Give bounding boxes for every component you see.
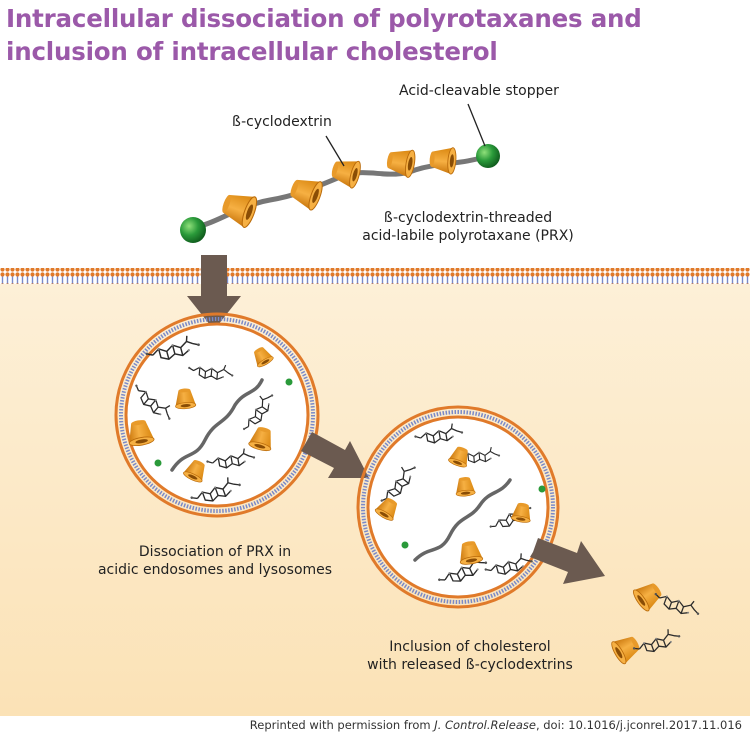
vesicle-endosome xyxy=(114,312,320,518)
label-inclusion-line-1: Inclusion of cholesterol xyxy=(389,639,551,655)
label-prx: ß-cyclodextrin-threaded acid-labile poly… xyxy=(338,209,598,245)
label-prx-line-2: acid-labile polyrotaxane (PRX) xyxy=(362,228,574,244)
credit-suffix: , doi: 10.1016/j.jconrel.2017.11.016 xyxy=(535,718,742,732)
title-line-2: inclusion of intracellular cholesterol xyxy=(6,37,498,66)
arrow-release xyxy=(530,538,605,584)
label-dissociation-line-1: Dissociation of PRX in xyxy=(138,544,292,560)
label-acid-cleavable-stopper: Acid-cleavable stopper xyxy=(399,83,559,99)
arrow-transfer xyxy=(301,432,369,478)
stopper-pointer xyxy=(467,103,486,147)
label-dissociation-line-2: acidic endosomes and lysosomes xyxy=(97,562,333,578)
stopper-left xyxy=(180,217,206,243)
label-inclusion: Inclusion of cholesterol with released ß… xyxy=(320,638,620,674)
cyclodextrin-pointer xyxy=(325,135,345,167)
vesicle-lysosome xyxy=(356,405,560,609)
figure-title: Intracellular dissociation of polyrotaxa… xyxy=(6,2,746,68)
stopper-right xyxy=(476,144,500,168)
label-prx-line-1: ß-cyclodextrin-threaded xyxy=(383,210,553,226)
credit-journal: J. Control.Release xyxy=(434,718,536,732)
reprint-credit: Reprinted with permission from J. Contro… xyxy=(250,718,742,732)
label-beta-cyclodextrin: ß-cyclodextrin xyxy=(232,114,332,130)
label-dissociation: Dissociation of PRX in acidic endosomes … xyxy=(50,543,380,579)
title-line-1: Intracellular dissociation of polyrotaxa… xyxy=(6,4,642,33)
label-inclusion-line-2: with released ß-cyclodextrins xyxy=(367,657,573,673)
arrow-uptake xyxy=(187,255,241,330)
plasma-membrane xyxy=(0,268,750,284)
credit-prefix: Reprinted with permission from xyxy=(249,718,435,732)
